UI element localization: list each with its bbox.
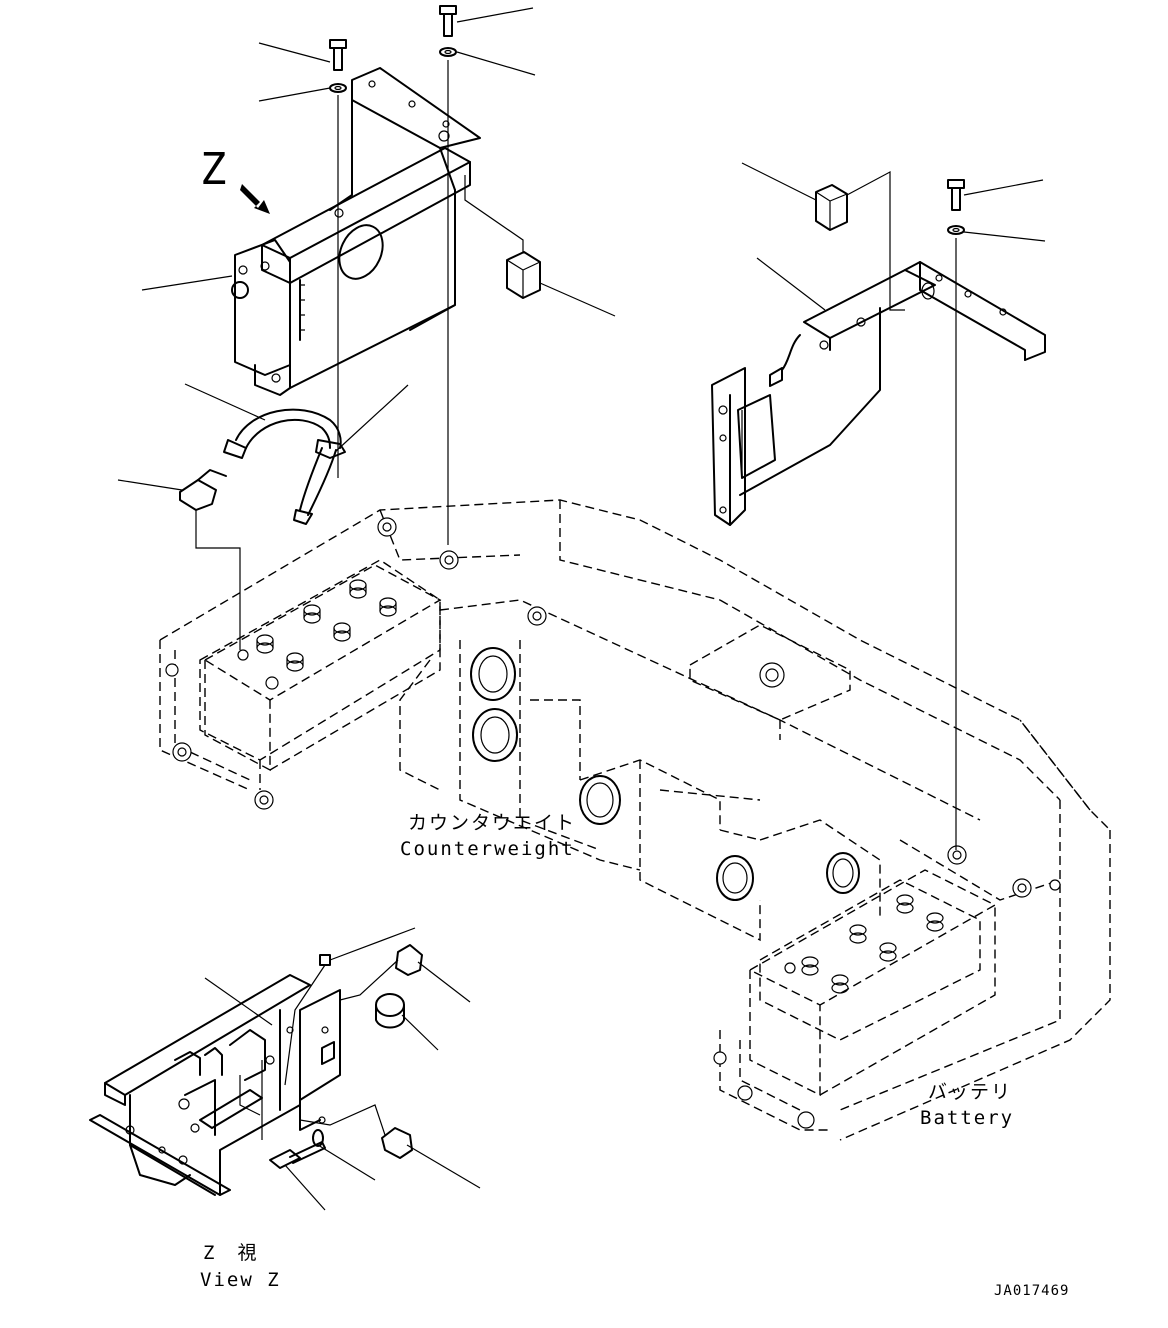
- right-battery: [748, 869, 997, 1097]
- label-view-z: Z 視 View Z: [200, 1242, 281, 1291]
- mounting-holes: [165, 517, 1061, 1129]
- terminal-clamp: [179, 469, 241, 650]
- left-battery: [203, 564, 442, 772]
- label-battery: バッテリ Battery: [920, 1081, 1014, 1129]
- drawing-code: JA017469: [994, 1283, 1069, 1299]
- label-counterweight: カウンタウエイト Counterweight: [400, 812, 576, 860]
- counterweight-label-jp: カウンタウエイト: [408, 812, 576, 834]
- battery-cable: [223, 408, 346, 525]
- counterweight-label-en: Counterweight: [400, 838, 575, 860]
- counterweight-bores: [470, 647, 860, 901]
- right-bolt: [947, 179, 965, 850]
- counterweight: [159, 499, 1111, 1141]
- connector-block-left: [464, 175, 541, 299]
- left-bolts: [329, 5, 457, 545]
- battery-label-en: Battery: [920, 1107, 1014, 1129]
- connector-block-right: [815, 170, 905, 311]
- battery-label-jp: バッテリ: [928, 1081, 1012, 1103]
- view-z-detail: [89, 944, 423, 1196]
- view-z-marker: Z: [200, 144, 270, 214]
- left-relay-box: [231, 67, 481, 396]
- leader-lines: [117, 7, 1046, 1211]
- view-z-label-en: View Z: [200, 1269, 281, 1291]
- view-marker-label: Z: [200, 144, 227, 195]
- view-z-label-jp: Z 視: [203, 1242, 258, 1264]
- right-bracket: [711, 261, 1046, 526]
